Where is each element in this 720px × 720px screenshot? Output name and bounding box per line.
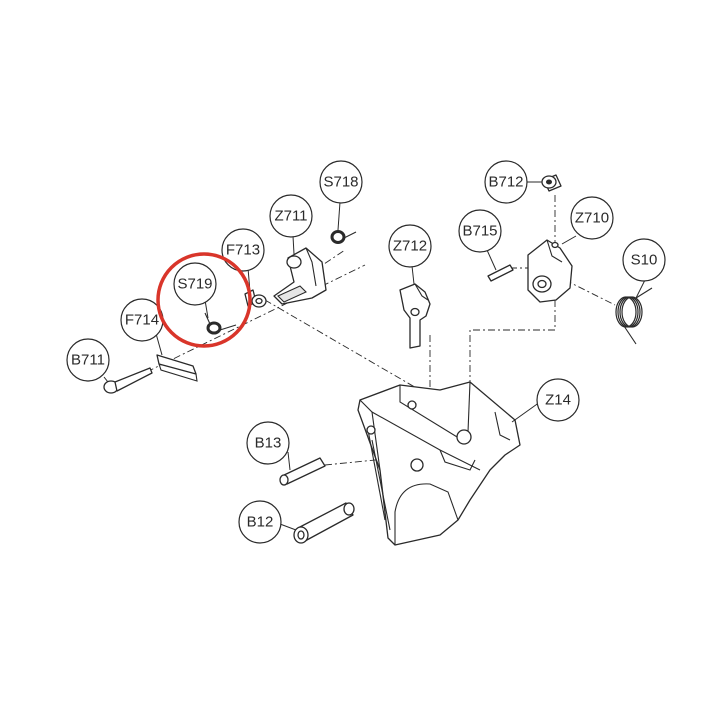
leader-z712 [411, 265, 415, 285]
leader-s719 [204, 299, 209, 319]
leader-z710 [561, 235, 577, 245]
callout-label-z710: Z710 [575, 210, 609, 227]
callout-label-f714: F714 [125, 312, 159, 329]
callout-label-b715: B715 [462, 223, 497, 240]
callout-b715: B715 [458, 209, 502, 253]
part-b12-tube [293, 502, 355, 544]
callout-b13: B13 [246, 421, 290, 465]
callout-label-z711: Z711 [274, 208, 307, 225]
callout-s10: S10 [622, 238, 666, 282]
part-s719-spring [204, 312, 237, 335]
part-s718-spring [330, 230, 357, 244]
part-b715-pin [487, 264, 514, 282]
leader-s10 [635, 279, 646, 299]
callout-b712: B712 [484, 160, 528, 204]
callout-z710: Z710 [570, 196, 614, 240]
part-z14-frame [357, 381, 521, 546]
callout-z712: Z712 [388, 224, 432, 268]
axis-b712-to-frame [469, 195, 556, 430]
callout-label-z14: Z14 [545, 392, 571, 409]
callout-b12: B12 [238, 500, 282, 544]
leader-s718 [337, 201, 341, 231]
callout-label-s10: S10 [631, 252, 658, 269]
callout-s718: S718 [319, 160, 363, 204]
part-z712-sear [399, 283, 431, 349]
callout-b711: B711 [66, 338, 110, 382]
callout-label-b12: B12 [247, 514, 274, 531]
leader-z711 [292, 235, 295, 255]
part-z711-lever [273, 247, 327, 305]
callout-f713: F713 [221, 228, 265, 272]
callout-label-z712: Z712 [393, 238, 427, 255]
axis-b13 [324, 454, 426, 466]
part-b13-pin [279, 457, 326, 486]
callout-z14: Z14 [536, 378, 580, 422]
part-z710-hammer [527, 239, 573, 303]
leader-b715 [486, 249, 497, 271]
axis-z710-s10 [564, 279, 616, 306]
part-b711-pin [103, 367, 153, 394]
callout-label-b711: B711 [71, 352, 105, 369]
leader-lines [103, 181, 646, 531]
part-s10-spring [615, 287, 653, 345]
leader-b711 [103, 376, 109, 383]
callout-label-b13: B13 [255, 435, 282, 452]
callout-s719: S719 [173, 262, 217, 306]
part-b712-bushing [541, 174, 562, 192]
leader-b13 [287, 451, 291, 471]
callout-label-f713: F713 [226, 242, 260, 259]
highlight-ring-s719 [156, 252, 252, 348]
callout-label-s719: S719 [177, 276, 212, 293]
axis-to-frame-left [264, 299, 481, 426]
leader-b12 [279, 523, 297, 531]
callout-label-b712: B712 [488, 174, 523, 191]
axis-z711-s718 [299, 249, 346, 281]
part-f714-plate [156, 354, 198, 382]
leader-z14 [511, 401, 541, 423]
callout-label-s718: S718 [323, 174, 358, 191]
callout-z711: Z711 [269, 194, 313, 238]
